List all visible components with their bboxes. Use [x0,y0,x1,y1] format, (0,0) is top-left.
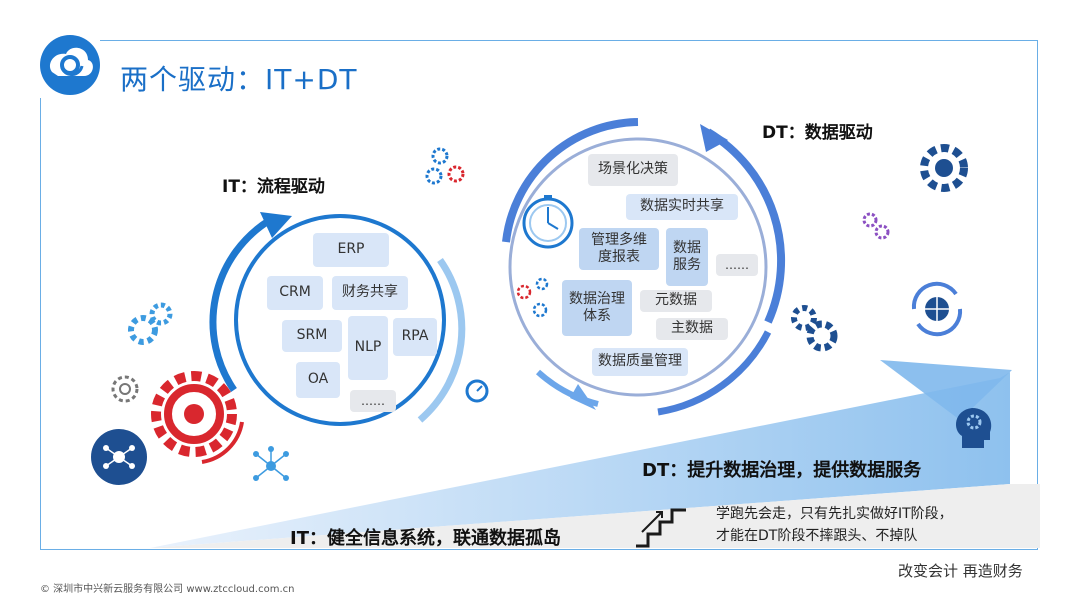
box-scenario-decision: 场景化决策 [588,154,678,186]
box-multidim-report: 管理多维度报表 [579,228,659,270]
molecule-icon [253,446,289,481]
box-master-data: 主数据 [656,318,728,340]
footer-copyright: © 深圳市中兴新云服务有限公司 www.ztccloud.com.cn [40,584,295,595]
box-nlp: NLP [348,316,388,380]
box-crm: CRM [267,276,323,310]
box-realtime-share: 数据实时共享 [626,194,738,220]
box-data-quality: 数据质量管理 [592,348,688,376]
note-line-2: 才能在DT阶段不摔跟头、不掉队 [716,528,918,544]
network-icon [91,429,147,485]
dt-banner: DT：提升数据治理，提供数据服务 [642,460,922,481]
dt-small-gears-icon [516,277,549,318]
box-oa: OA [296,362,340,398]
slide-frame [40,40,1038,550]
box-it-more: …… [350,390,396,412]
it-banner: IT：健全信息系统，联通数据孤岛 [290,528,561,549]
stairs-icon [636,508,686,548]
box-rpa: RPA [393,318,437,356]
compass-icon [522,195,574,249]
box-srm: SRM [282,320,342,352]
box-data-service: 数据服务 [666,228,708,286]
box-erp: ERP [313,233,389,267]
settings-gear-icon [920,144,968,192]
cloud-logo-icon [40,35,100,95]
small-gear-icon [111,375,139,403]
box-governance-system: 数据治理体系 [562,280,632,336]
box-dt-more: …… [716,254,758,276]
globe-sync-icon [911,281,963,337]
brain-gear-icon [956,408,992,448]
stopwatch-icon [465,379,489,403]
dt-gears-icon [791,305,838,352]
box-finance-share: 财务共享 [332,276,408,310]
slogan: 改变会计 再造财务 [898,562,1023,580]
gears-cluster-icon [425,147,465,185]
box-metadata: 元数据 [640,290,712,312]
page-title: 两个驱动：IT+DT [120,63,358,96]
it-header: IT：流程驱动 [222,177,325,197]
dt-header: DT：数据驱动 [762,123,873,143]
red-gear-icon [151,371,244,464]
gear-icon [128,302,173,345]
note-line-1: 学跑先会走，只有先扎实做好IT阶段， [716,506,953,522]
purple-gears-icon [862,212,890,240]
